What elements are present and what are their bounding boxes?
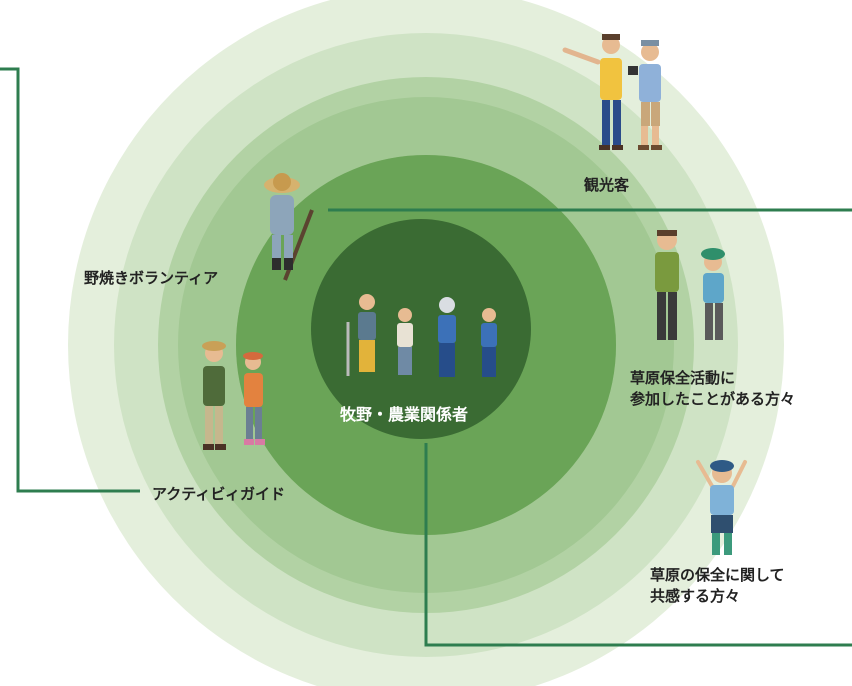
sympathizer-illustration bbox=[696, 460, 747, 555]
label-burning-volunteers: 野焼きボランティア bbox=[84, 269, 219, 287]
core-farmers-illustration bbox=[346, 294, 497, 377]
label-participants-line2: 参加したことがある方々 bbox=[630, 390, 796, 408]
label-core-farming: 牧野・農業関係者 bbox=[340, 405, 469, 424]
connector-line-bottom bbox=[424, 443, 852, 647]
label-sympathizers-line2: 共感する方々 bbox=[650, 587, 741, 605]
label-sympathizers-line1: 草原の保全に関して bbox=[650, 566, 785, 584]
burning-volunteer-illustration bbox=[264, 173, 314, 281]
label-activity-guides: アクティビィガイド bbox=[152, 485, 286, 503]
label-sympathizers: 草原の保全に関して 共感する方々 bbox=[650, 565, 785, 607]
core-circle bbox=[311, 219, 531, 439]
activity-guides-illustration bbox=[202, 341, 265, 450]
label-tourists: 観光客 bbox=[584, 176, 630, 194]
label-participants-line1: 草原保全活動に bbox=[630, 369, 736, 387]
connector-line-left bbox=[0, 67, 140, 493]
tourists-illustration bbox=[562, 34, 662, 150]
label-participants: 草原保全活動に 参加したことがある方々 bbox=[630, 368, 795, 410]
participants-illustration bbox=[655, 230, 725, 340]
